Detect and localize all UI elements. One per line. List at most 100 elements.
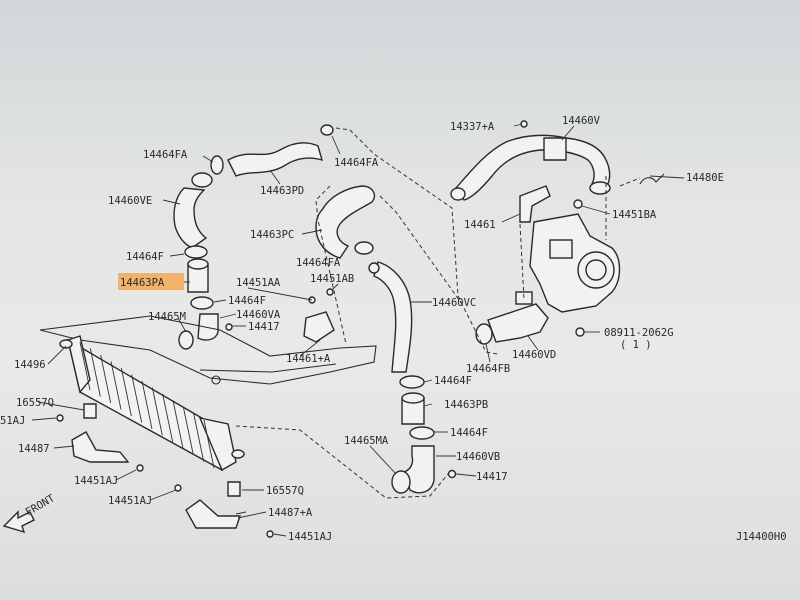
label-14465m[interactable]: 14465M xyxy=(148,311,186,323)
bolt-14451ba[interactable] xyxy=(573,199,583,209)
intercooler-fin-line xyxy=(203,419,215,469)
clamp-14460vc-top xyxy=(368,262,380,274)
label-14464fa-mid[interactable]: 14464FA xyxy=(296,257,341,269)
leader-lines xyxy=(31,123,685,537)
hose-14460vd[interactable] xyxy=(487,303,549,343)
label-14480e[interactable]: 14480E xyxy=(686,172,724,184)
label-14463pc[interactable]: 14463PC xyxy=(250,229,294,241)
intercooler-fin-line xyxy=(172,400,184,449)
route-upper xyxy=(335,127,499,355)
gasket-14465ma[interactable] xyxy=(391,470,411,494)
route-mid xyxy=(379,195,463,305)
route-bottom xyxy=(235,425,449,499)
intercooler-fin-line xyxy=(120,367,132,417)
route-bracket xyxy=(519,223,525,301)
frame-hole xyxy=(211,375,221,385)
label-14464fb[interactable]: 14464FB xyxy=(466,363,510,375)
label-14487[interactable]: 14487 xyxy=(18,443,50,455)
label-14417-b[interactable]: 14417 xyxy=(476,471,508,483)
bracket-14461a[interactable] xyxy=(303,311,335,343)
fitting-14460vd xyxy=(515,291,533,305)
label-14464f-lower[interactable]: 14464F xyxy=(228,295,266,307)
label-14460vd[interactable]: 14460VD xyxy=(512,349,556,361)
hose-14460vc[interactable] xyxy=(373,261,413,373)
label-14451aa[interactable]: 14451AA xyxy=(236,277,281,289)
label-14461[interactable]: 14461 xyxy=(464,219,496,231)
route-14480e xyxy=(619,177,641,187)
clamp-14464fa-top[interactable] xyxy=(320,124,334,136)
label-14463pb[interactable]: 14463PB xyxy=(444,399,488,411)
label-08911[interactable]: 08911-2062G xyxy=(604,327,674,339)
bracket-14487[interactable] xyxy=(71,431,130,463)
bracket-14461[interactable] xyxy=(519,185,551,223)
label-14463pd[interactable]: 14463PD xyxy=(260,185,304,197)
throttle-actuator xyxy=(549,239,573,259)
clamp-14464f-right-upper[interactable] xyxy=(399,375,425,389)
label-14451aj-left[interactable]: 51AJ xyxy=(0,415,25,427)
clamp-14465m[interactable] xyxy=(178,330,194,350)
bolt-14451aj-mid[interactable] xyxy=(136,464,144,472)
hose-14460ve[interactable] xyxy=(173,187,208,249)
label-14464fa-top[interactable]: 14464FA xyxy=(334,157,379,169)
clamp-14460v xyxy=(589,181,611,195)
label-14451aj-mid[interactable]: 14451AJ xyxy=(74,475,118,487)
clamp-14464fa-mid[interactable] xyxy=(354,241,374,255)
label-16557q-left[interactable]: 16557Q xyxy=(16,397,54,409)
bolt-14451ab[interactable] xyxy=(326,288,334,296)
label-14464f-right-lower[interactable]: 14464F xyxy=(450,427,488,439)
throttle-body-core xyxy=(585,259,607,281)
intercooler-fin-line xyxy=(131,374,143,423)
mount-16557q-right[interactable] xyxy=(227,481,241,497)
label-14463pa[interactable]: 14463PA xyxy=(120,277,165,289)
intercooler-outlet xyxy=(231,449,245,459)
label-14451ab[interactable]: 14451AB xyxy=(310,273,354,285)
label-14451aj-bottom[interactable]: 14451AJ xyxy=(288,531,332,543)
hose-14463pd[interactable] xyxy=(227,142,324,177)
frame-member-line xyxy=(199,363,337,373)
pipe-14460v[interactable] xyxy=(455,134,611,201)
bolt-08911[interactable] xyxy=(575,327,585,337)
bolt-14451aj-lower[interactable] xyxy=(174,484,182,492)
label-14460ve[interactable]: 14460VE xyxy=(108,195,152,207)
hose-14463pa-top xyxy=(187,258,209,270)
bolt-14417-a[interactable] xyxy=(225,323,233,331)
clamp-14464fa-left[interactable] xyxy=(210,155,224,175)
label-14417-a[interactable]: 14417 xyxy=(248,321,280,333)
label-14460v[interactable]: 14460V xyxy=(562,115,601,127)
label-14460vb[interactable]: 14460VB xyxy=(456,451,500,463)
hose-14463pc[interactable] xyxy=(315,185,376,259)
bolt-14451aj-left[interactable] xyxy=(56,414,64,422)
intercooler-fin-line xyxy=(89,348,101,397)
route-left-mid xyxy=(315,185,347,345)
intercooler-end-tank-left xyxy=(67,335,91,394)
label-14487a[interactable]: 14487+A xyxy=(268,507,313,519)
intercooler-fin-line xyxy=(79,341,91,391)
hose-14460va[interactable] xyxy=(197,313,219,341)
label-14460va[interactable]: 14460VA xyxy=(236,309,281,321)
clamp-14464f-lower[interactable] xyxy=(190,296,214,310)
intercooler-fin-line xyxy=(151,387,163,436)
bolt-14451aj-bottom[interactable] xyxy=(266,530,274,538)
bracket-14487a[interactable] xyxy=(185,499,241,529)
label-14337a[interactable]: 14337+A xyxy=(450,121,495,133)
clamp-14464f-upper[interactable] xyxy=(184,245,208,259)
clip-14480e[interactable] xyxy=(639,173,665,185)
intercooler-fin-line xyxy=(182,406,194,456)
clamp-14464f-right-lower[interactable] xyxy=(409,426,435,440)
bolt-14417-b[interactable] xyxy=(447,469,457,479)
label-14464f-right-upper[interactable]: 14464F xyxy=(434,375,472,387)
mount-16557q-left[interactable] xyxy=(83,403,97,419)
label-14464f-upper[interactable]: 14464F xyxy=(126,251,164,263)
hose-14460vb[interactable] xyxy=(403,445,435,494)
label-14451aj-lower[interactable]: 14451AJ xyxy=(108,495,152,507)
label-14461a[interactable]: 14461+A xyxy=(286,353,331,365)
label-16557q-right[interactable]: 16557Q xyxy=(266,485,304,497)
label-14451ba[interactable]: 14451BA xyxy=(612,209,657,221)
label-14460vc[interactable]: 14460VC xyxy=(432,297,476,309)
intercooler-fin-line xyxy=(162,393,174,443)
label-14465ma[interactable]: 14465MA xyxy=(344,435,389,447)
label-14464fa-left[interactable]: 14464FA xyxy=(143,149,188,161)
label-14496[interactable]: 14496 xyxy=(14,359,46,371)
clamp-14464fb[interactable] xyxy=(475,323,493,345)
